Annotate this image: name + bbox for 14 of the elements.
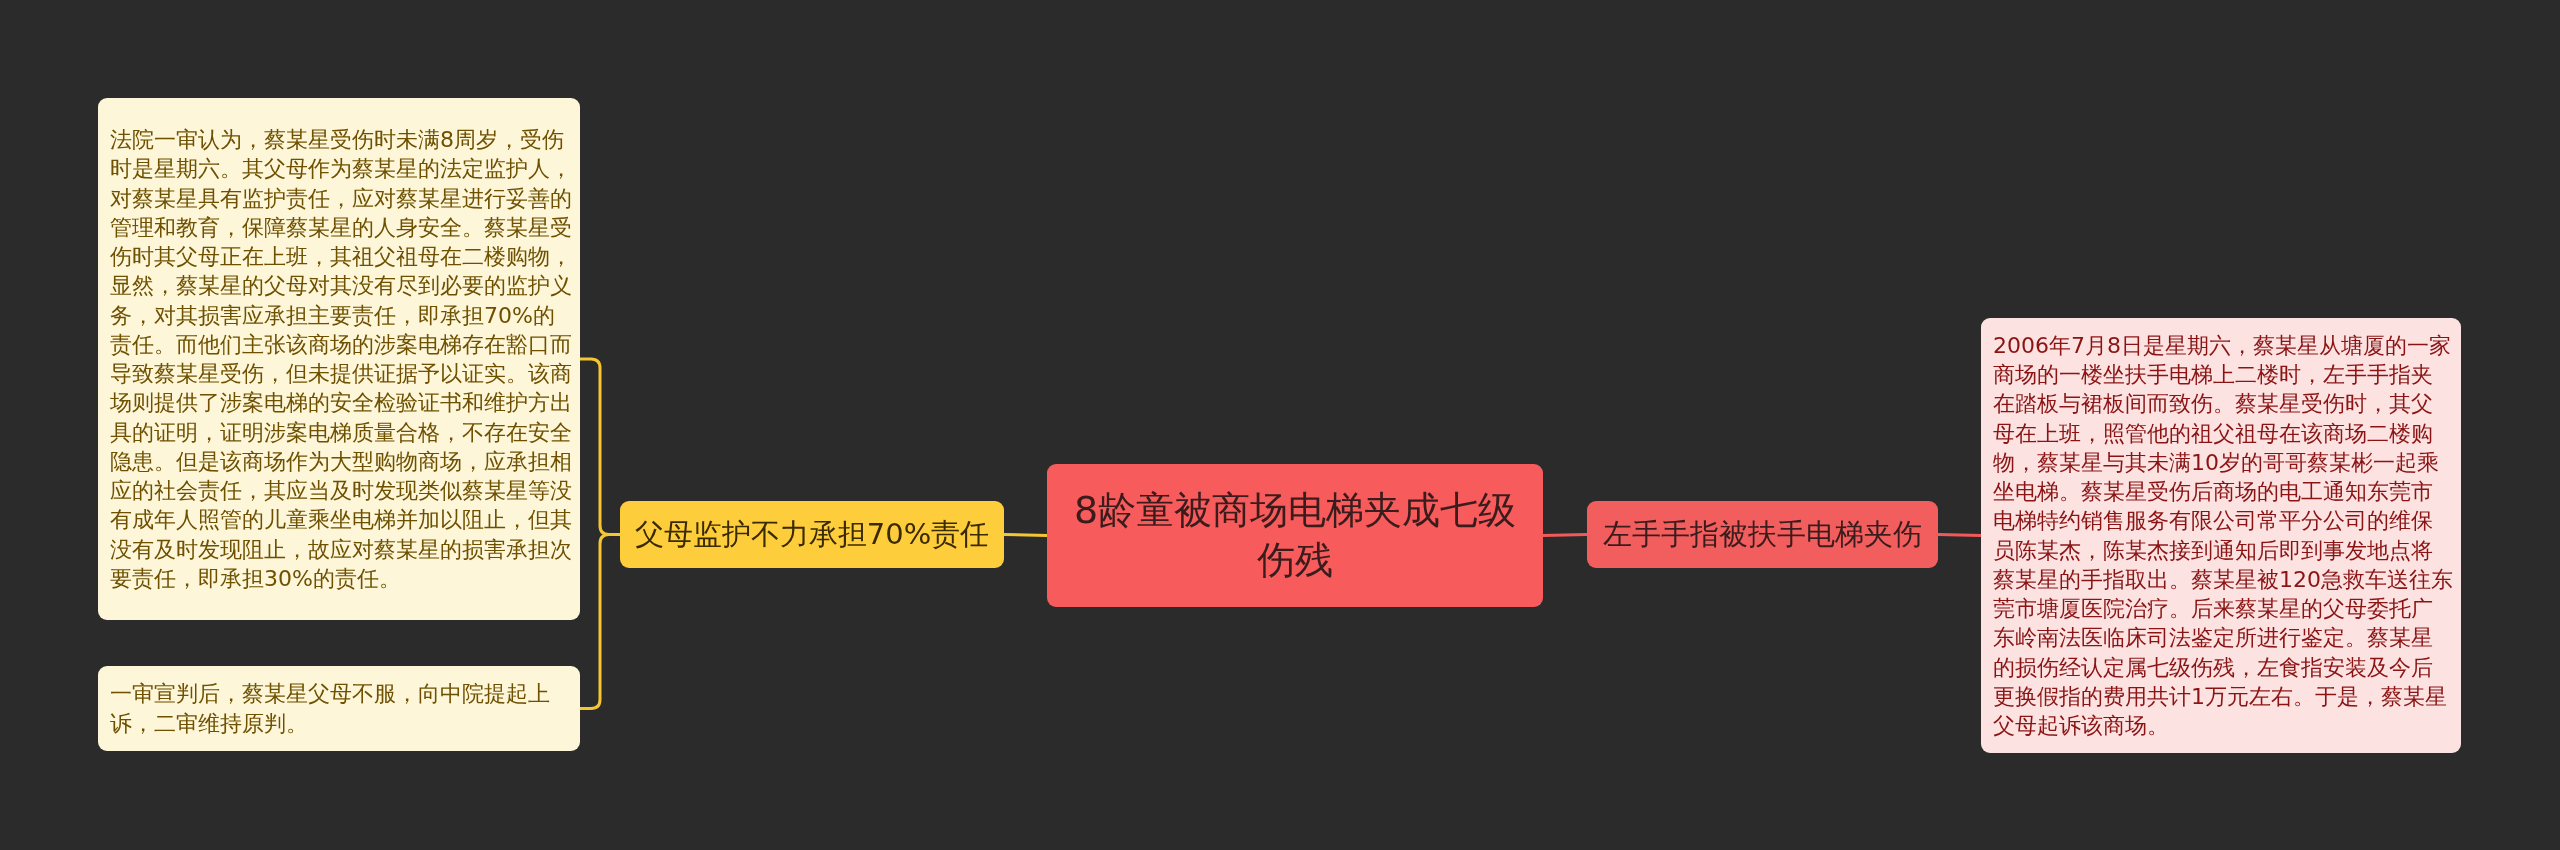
note-text: 法院一审认为，蔡某星受伤时未满8周岁，受伤时是星期六。其父母作为蔡某星的法定监护人，对蔡某星具有监护责任，应对蔡某星进行妥善的管理和教育，保障蔡某星的人身安全。蔡某星受伤时其父母正在上班，其祖父祖母在二楼购物，显然，蔡某星的父母对其没有尽到必要的监护义务，对其损害应承担主要责任，即承担70%的责任。而他们主张该商场的涉案电梯存在豁口而导致蔡某星受伤，但未提供证据予以证实。该商场则提供了涉案电梯的安全检验证书和维护方出具的证明，证明涉案电梯质量合格，不存在安全隐患。但是该商场作为大型购物商场，应承担相应的社会责任，其应当及时发现类似蔡某星等没有成年人照管的儿童乘坐电梯并加以阻止，但其没有及时发现阻止，故应对蔡某星的损害承担次要责任，即承担30%的责任。	[110, 126, 572, 593]
note-box	[98, 666, 580, 751]
topic-box	[1587, 501, 1938, 568]
connector-line	[1003, 533, 1048, 537]
topic-text: 左手手指被扶手电梯夹伤	[1603, 515, 1922, 553]
connector-line	[1937, 533, 1982, 537]
connector-line	[1542, 533, 1588, 537]
note-text: 一审宣判后，蔡某星父母不服，向中院提起上诉，二审维持原判。	[110, 680, 551, 738]
central-topic-box	[1047, 464, 1543, 607]
connector-line	[580, 533, 620, 710]
topic-text: 父母监护不力承担70%责任	[634, 515, 990, 553]
topic-text: 8龄童被商场电梯夹成七级伤残	[1072, 487, 1518, 584]
note-text: 2006年7月8日是星期六，蔡某星从塘厦的一家商场的一楼坐扶手电梯上二楼时，左手手指夹在踏板与裙板间而致伤。蔡某星受伤时，其父母在上班，照管他的祖父祖母在该商场二楼购物，蔡某星与其未满10岁的哥哥蔡某彬一起乘坐电梯。蔡某星受伤后商场的电工通知东莞市电梯特约销售服务有限公司常平分公司的维保员陈某杰，陈某杰接到通知后即到事发地点将蔡某星的手指取出。蔡某星被120急救车送往东莞市塘厦医院治疗。后来蔡某星的父母委托广东岭南法医临床司法鉴定所进行鉴定。蔡某星的损伤经认定属七级伤残，左食指安装及今后更换假指的费用共计1万元左右。于是，蔡某星父母起诉该商场。	[1993, 331, 2453, 740]
topic-box	[620, 501, 1004, 568]
